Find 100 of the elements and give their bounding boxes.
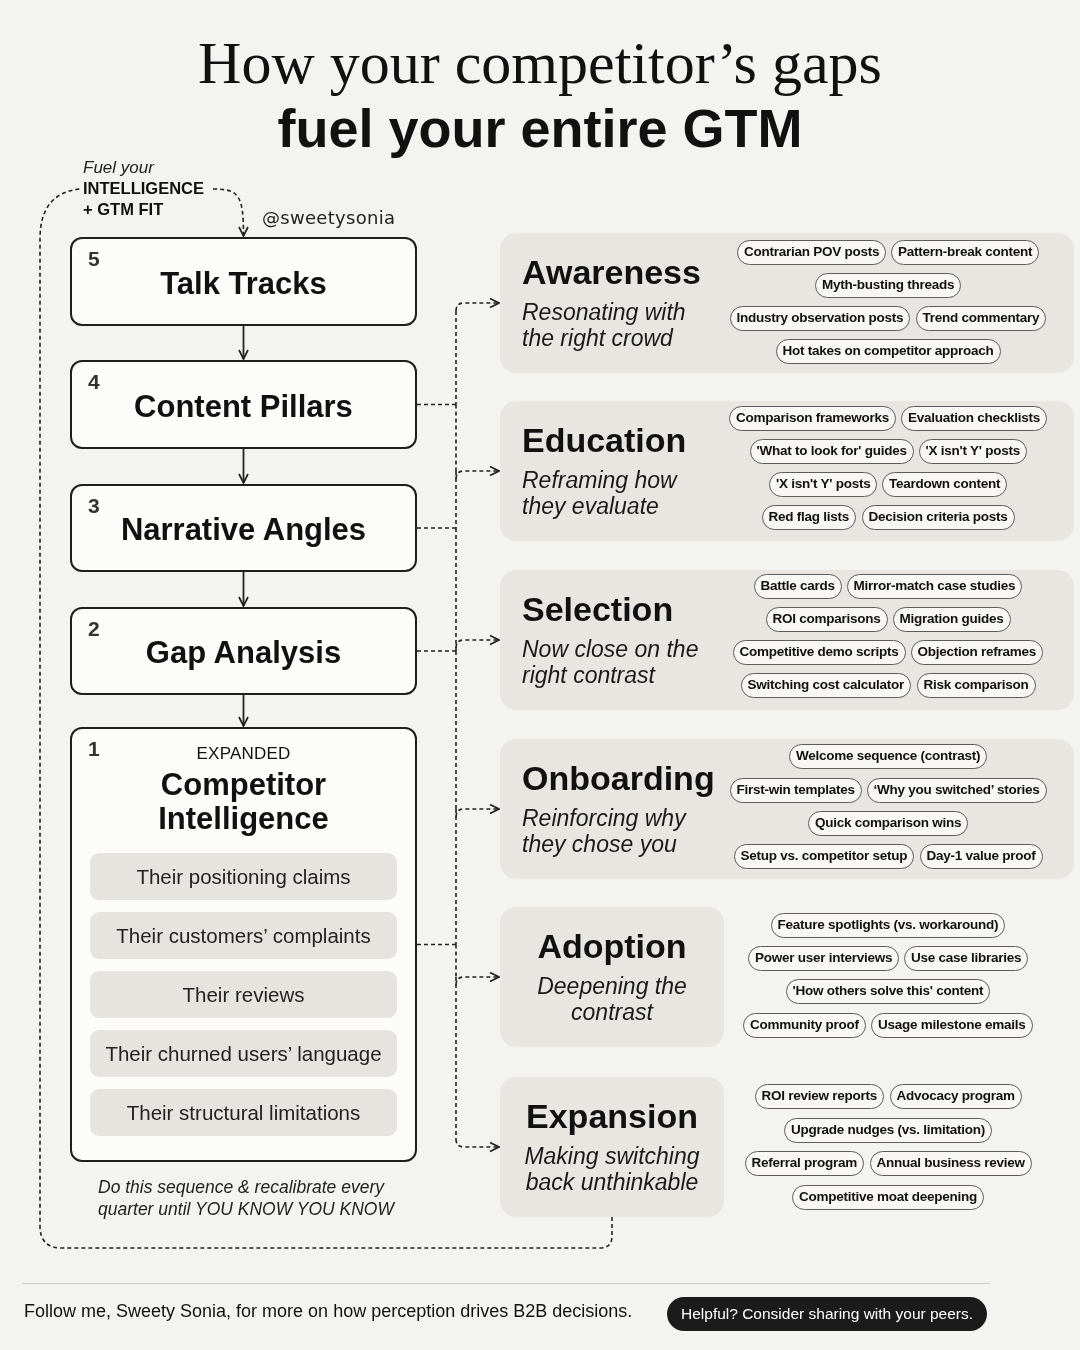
content-tag: Welcome sequence (contrast) — [789, 743, 988, 769]
dashed-line — [455, 808, 457, 946]
dashed-arrow — [455, 465, 500, 480]
stage-panel — [500, 1077, 724, 1217]
content-tag: Upgrade nudges (vs. limitation) — [784, 1117, 993, 1143]
step-number: 5 — [88, 247, 100, 270]
step-title: Gap Analysis — [145, 635, 342, 670]
stage-panel — [500, 401, 1074, 541]
insight-item: Their customers’ complaints — [90, 912, 397, 959]
content-tag: ROI review reports — [754, 1083, 885, 1109]
dashed-line — [455, 650, 457, 810]
stage-subtitle: Resonating with the right crowd — [522, 299, 686, 351]
insight-item: Their churned users’ language — [90, 1030, 397, 1077]
stage-title: Awareness — [522, 253, 701, 291]
content-tag: Contrarian POV posts — [737, 239, 887, 265]
dashed-line — [455, 310, 457, 406]
step-number: 1 — [88, 737, 100, 760]
step-box — [70, 360, 417, 449]
arrow — [238, 571, 249, 607]
content-tag: Power user interviews — [748, 945, 900, 971]
dashed-line — [416, 650, 457, 652]
step-title: Talk Tracks — [160, 265, 327, 301]
stage-title: Selection — [522, 590, 674, 628]
stage-panel — [500, 907, 724, 1047]
dashed-arrow — [212, 188, 249, 237]
step-title: Narrative Angles — [120, 512, 367, 547]
content-tag: Trend commentary — [915, 305, 1047, 331]
content-tag: ‘Why you switched’ stories — [866, 777, 1047, 803]
insight-item: Their positioning claims — [90, 853, 397, 900]
dashed-line — [455, 403, 457, 472]
content-tag: Feature spotlights (vs. workaround) — [770, 912, 1006, 938]
step-number: 4 — [88, 370, 100, 393]
footer-text: Follow me, Sweety Sonia, for more on how perception drives B2B decisions. — [24, 1301, 633, 1321]
stage-panel — [500, 233, 1074, 373]
dashed-line — [416, 943, 457, 946]
content-tag: Migration guides — [892, 606, 1011, 632]
content-tag: Decision criteria posts — [861, 504, 1015, 530]
content-tag: 'How others solve this' content — [785, 978, 991, 1004]
stage-panel — [500, 739, 1074, 879]
step-number: 2 — [88, 617, 100, 640]
step-box — [70, 727, 417, 1162]
insight-item: Their structural limitations — [90, 1089, 397, 1136]
arrow — [238, 694, 249, 727]
content-tag: First-win templates — [729, 777, 862, 803]
stage-title: Onboarding — [522, 759, 715, 797]
content-tag: Competitive moat deepening — [792, 1184, 985, 1210]
stage-subtitle: Reinforcing why they chose you — [522, 805, 686, 857]
dashed-line — [416, 403, 457, 406]
dashed-line — [39, 188, 613, 1249]
content-tag: Switching cost calculator — [740, 672, 912, 698]
dashed-line — [455, 639, 457, 652]
step-title: Competitor Intelligence — [158, 767, 329, 836]
arrow — [238, 448, 249, 484]
arrow — [238, 325, 249, 360]
content-tag: Industry observation posts — [729, 305, 911, 331]
stage-title: Education — [522, 421, 687, 459]
content-tag: Use case libraries — [904, 945, 1029, 971]
insight-item: Their reviews — [90, 971, 397, 1018]
content-tag: Red flag lists — [761, 504, 857, 530]
dashed-arrow — [455, 971, 500, 986]
dashed-arrow — [455, 297, 500, 312]
content-tag: ROI comparisons — [765, 606, 888, 632]
content-tag: Objection reframes — [910, 639, 1044, 665]
step-box — [70, 607, 417, 695]
content-tag: Battle cards — [753, 573, 842, 599]
content-tag: 'X isn't Y' posts — [769, 471, 878, 497]
content-tag: Hot takes on competitor approach — [775, 338, 1001, 364]
content-tag: Quick comparison wins — [808, 810, 969, 836]
author-handle: @sweetysonia — [262, 207, 396, 228]
dashed-line — [455, 943, 457, 978]
content-tag: Comparison frameworks — [729, 405, 897, 431]
content-tag: 'What to look for' guides — [749, 438, 914, 464]
step-title: Content Pillars — [134, 388, 353, 424]
content-tag: Annual business review — [869, 1150, 1032, 1176]
stage-panel — [500, 570, 1074, 710]
content-tag: Setup vs. competitor setup — [733, 843, 915, 869]
content-tag: 'X isn't Y' posts — [918, 438, 1027, 464]
content-tag: Community proof — [743, 1012, 866, 1038]
stage-subtitle: Making switching back unthinkable — [524, 1143, 700, 1195]
content-tag: Competitive demo scripts — [732, 639, 906, 665]
content-tag: Mirror-match case studies — [846, 573, 1023, 599]
loop-note: Do this sequence & recalibrate every quarter until YOU KNOW YOU KNOW — [98, 1177, 394, 1219]
dashed-line — [416, 527, 457, 529]
dashed-line — [455, 470, 457, 529]
note-text: Fuel your — [83, 158, 154, 177]
stage-title: Adoption — [537, 927, 687, 965]
stage-title: Expansion — [526, 1097, 698, 1135]
dashed-arrow — [455, 803, 500, 818]
step-box — [70, 484, 417, 572]
stage-subtitle: Deepening the contrast — [537, 973, 687, 1025]
content-tag: Referral program — [744, 1150, 865, 1176]
stage-subtitle: Reframing how they evaluate — [522, 467, 677, 519]
content-tag: Teardown content — [882, 471, 1008, 497]
title: How your competitor’s gaps fuel your entire GTM — [198, 30, 882, 160]
content-tag: Evaluation checklists — [901, 405, 1048, 431]
step-box — [70, 237, 417, 326]
step-number: 3 — [88, 494, 100, 517]
content-tag: Usage milestone emails — [871, 1012, 1033, 1038]
content-tag: Risk comparison — [916, 672, 1036, 698]
content-tag: Day-1 value proof — [919, 843, 1043, 869]
